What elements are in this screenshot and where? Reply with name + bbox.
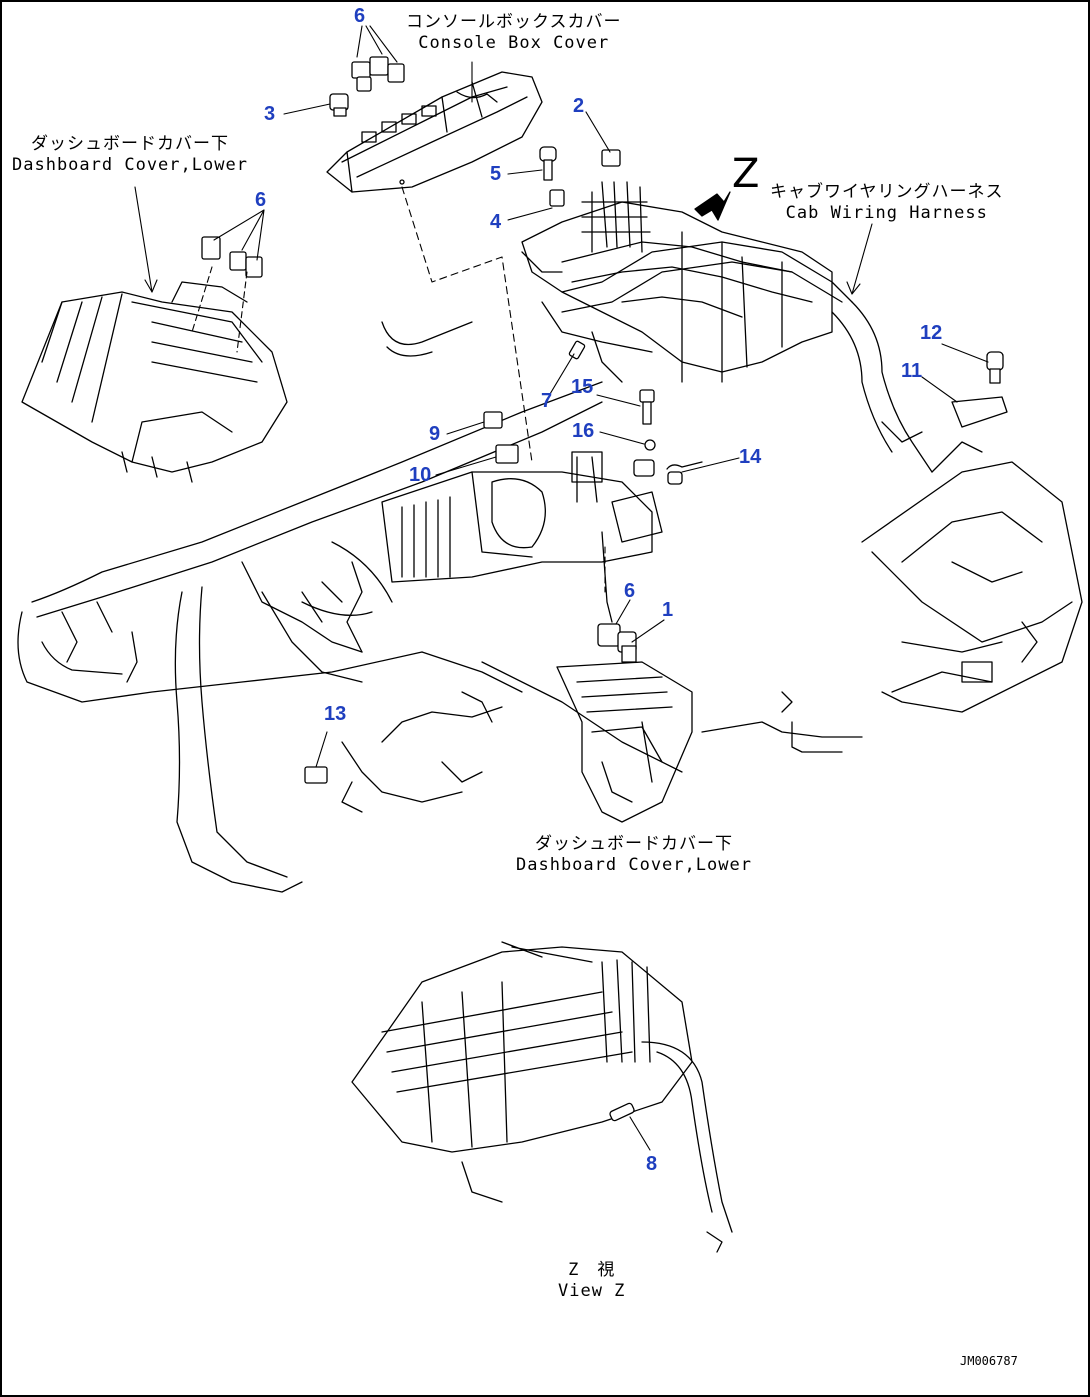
lower-branch-drawing [341, 691, 503, 813]
callout-12: 12 [920, 322, 943, 344]
callout-6-left: 6 [255, 189, 267, 211]
callout-10: 10 [409, 464, 432, 486]
callout-14: 14 [739, 446, 762, 468]
callout-16: 16 [572, 420, 595, 442]
dashboard-cover-center-drawing [556, 661, 693, 823]
callout-15: 15 [571, 376, 594, 398]
view-z-arrow [694, 191, 731, 221]
right-frame-drawing [861, 421, 1083, 713]
parts-drawing [201, 56, 1008, 1122]
callout-11: 11 [901, 360, 923, 382]
callout-8: 8 [646, 1153, 658, 1175]
callout-7: 7 [541, 390, 553, 412]
callout-9: 9 [429, 423, 441, 445]
document-number: JM006787 [960, 1354, 1018, 1368]
dashboard-cover-lower-label-center: ダッシュボードカバー下 Dashboard Cover,Lower [516, 834, 752, 876]
view-z-label: Z 視 View Z [558, 1260, 626, 1302]
callout-5: 5 [490, 163, 502, 185]
callout-4: 4 [490, 211, 502, 233]
leader-lines [134, 25, 989, 1151]
sensor-14-lead [666, 461, 703, 470]
console-box-cover-drawing [326, 71, 543, 193]
console-box-cover-label: コンソールボックスカバー Console Box Cover [406, 12, 622, 54]
view-z-drawing [351, 941, 733, 1253]
z-view-marker: Z [732, 151, 760, 197]
harness-trunk-drawing [17, 241, 933, 893]
callout-1: 1 [662, 599, 674, 621]
callout-6-top: 6 [354, 5, 366, 27]
callout-13: 13 [324, 703, 347, 725]
cab-wiring-harness-drawing [521, 181, 833, 383]
cab-wiring-harness-label: キャブワイヤリングハーネス Cab Wiring Harness [770, 182, 1004, 224]
center-module-drawing [301, 451, 663, 653]
callout-2: 2 [573, 95, 585, 117]
dashboard-cover-left-drawing [21, 281, 288, 483]
dashboard-cover-lower-label-left: ダッシュボードカバー下 Dashboard Cover,Lower [12, 134, 248, 176]
callout-6-lower: 6 [624, 580, 636, 602]
callout-3: 3 [264, 103, 276, 125]
